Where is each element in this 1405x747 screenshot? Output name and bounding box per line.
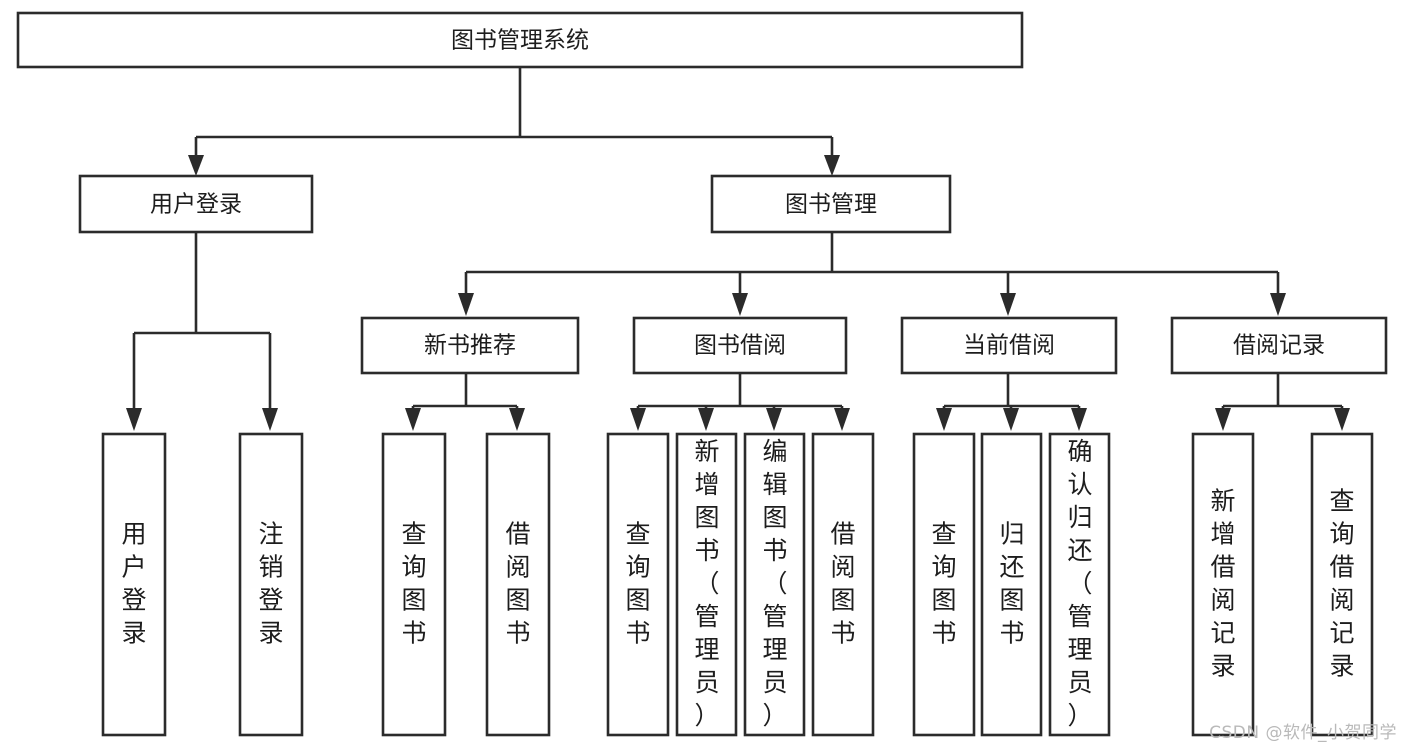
leaf-bb-edit-book-admin-box[interactable] <box>743 432 806 737</box>
leaf-nbr-borrow-book-label: 借阅图书 <box>505 520 530 648</box>
leaf-logout-label: 注销登录 <box>258 520 283 648</box>
csdn-watermark: CSDN @软件_小贺同学 <box>1209 723 1397 743</box>
arrowhead-current-borrow <box>1000 293 1016 316</box>
leaf-br-query-record-box[interactable] <box>1310 432 1374 737</box>
arrowhead-nbr-leaf1 <box>405 408 421 431</box>
node-current-borrow-box[interactable] <box>900 316 1118 375</box>
leaf-cb-query-book-box[interactable] <box>912 432 976 737</box>
leaf-logout-box[interactable] <box>238 432 304 737</box>
leaf-br-query-record[interactable]: 查询借阅记录 <box>1310 432 1374 737</box>
node-borrow-record-label: 借阅记录 <box>1233 333 1325 359</box>
leaf-bb-query-book[interactable]: 查询图书 <box>606 432 670 737</box>
leaf-user-login-label: 用户登录 <box>121 520 146 648</box>
node-new-book-recommend-box[interactable] <box>360 316 580 375</box>
arrowhead-cb-leaf2 <box>1003 408 1019 431</box>
leaf-cb-return-book-box[interactable] <box>980 432 1043 737</box>
node-current-borrow-label: 当前借阅 <box>963 333 1055 359</box>
leaf-bb-borrow-book-label: 借阅图书 <box>830 520 855 648</box>
leaf-bb-borrow-book-box[interactable] <box>811 432 875 737</box>
leaf-br-add-record-box[interactable] <box>1191 432 1255 737</box>
arrowhead-new-book-recommend <box>458 293 474 316</box>
node-root-box[interactable] <box>16 11 1024 69</box>
leaf-cb-query-book[interactable]: 查询图书 <box>912 432 976 737</box>
node-user-login-label: 用户登录 <box>150 192 242 218</box>
leaf-user-login-box[interactable] <box>101 432 167 737</box>
leaf-nbr-query-book-box[interactable] <box>381 432 447 737</box>
leaf-cb-confirm-return-admin-box[interactable] <box>1048 432 1111 737</box>
leaf-bb-add-book-admin-label: 新增图书（管理员） <box>694 437 719 730</box>
leaf-cb-confirm-return-admin-label: 确认归还（管理员） <box>1067 437 1092 730</box>
leaf-nbr-borrow-book[interactable]: 借阅图书 <box>485 432 551 737</box>
node-book-management-label: 图书管理 <box>785 192 877 218</box>
arrowhead-cb-leaf3 <box>1071 408 1087 431</box>
node-user-login-box[interactable] <box>78 174 314 234</box>
leaf-bb-query-book-label: 查询图书 <box>625 520 650 648</box>
leaf-user-login[interactable]: 用户登录 <box>101 432 167 737</box>
leaf-cb-return-book-label: 归还图书 <box>999 520 1024 648</box>
arrowhead-book-mgmt <box>824 155 840 176</box>
leaf-cb-query-book-label: 查询图书 <box>931 520 956 648</box>
leaf-bb-add-book-admin[interactable]: 新增图书（管理员） <box>675 432 738 737</box>
node-current-borrow[interactable]: 当前借阅 <box>900 316 1118 375</box>
leaf-bb-query-book-box[interactable] <box>606 432 670 737</box>
leaf-bb-borrow-book[interactable]: 借阅图书 <box>811 432 875 737</box>
leaf-br-add-record-label: 新增借阅记录 <box>1210 487 1235 681</box>
leaf-br-add-record[interactable]: 新增借阅记录 <box>1191 432 1255 737</box>
arrowhead-br-leaf2 <box>1334 408 1350 431</box>
arrowhead-bb-leaf2 <box>698 408 714 431</box>
node-book-borrow-box[interactable] <box>632 316 848 375</box>
node-user-login[interactable]: 用户登录 <box>78 174 314 234</box>
arrowhead-cb-leaf1 <box>936 408 952 431</box>
node-book-management[interactable]: 图书管理 <box>710 174 952 234</box>
leaf-cb-return-book[interactable]: 归还图书 <box>980 432 1043 737</box>
leaf-nbr-borrow-book-box[interactable] <box>485 432 551 737</box>
arrowhead-book-borrow <box>732 293 748 316</box>
node-root-label: 图书管理系统 <box>451 28 589 54</box>
leaf-cb-confirm-return-admin[interactable]: 确认归还（管理员） <box>1048 432 1111 737</box>
node-book-borrow[interactable]: 图书借阅 <box>632 316 848 375</box>
arrowhead-borrow-record <box>1270 293 1286 316</box>
leaf-nbr-query-book[interactable]: 查询图书 <box>381 432 447 737</box>
arrowhead-bb-leaf1 <box>630 408 646 431</box>
arrowhead-bb-leaf4 <box>834 408 850 431</box>
arrowhead-leaf-logout <box>262 408 278 431</box>
connector-layer <box>126 67 1350 431</box>
node-new-book-recommend-label: 新书推荐 <box>424 333 516 359</box>
node-borrow-record-box[interactable] <box>1170 316 1388 375</box>
leaf-logout[interactable]: 注销登录 <box>238 432 304 737</box>
node-borrow-record[interactable]: 借阅记录 <box>1170 316 1388 375</box>
node-root-system[interactable]: 图书管理系统 <box>16 11 1024 69</box>
leaf-bb-edit-book-admin-label: 编辑图书（管理员） <box>762 437 787 730</box>
leaf-nbr-query-book-label: 查询图书 <box>401 520 426 648</box>
arrowhead-br-leaf1 <box>1215 408 1231 431</box>
node-book-borrow-label: 图书借阅 <box>694 333 786 359</box>
node-new-book-recommend[interactable]: 新书推荐 <box>360 316 580 375</box>
arrowhead-bb-leaf3 <box>766 408 782 431</box>
arrowhead-user-login <box>188 155 204 176</box>
node-book-management-box[interactable] <box>710 174 952 234</box>
arrowhead-leaf-user-login <box>126 408 142 431</box>
arrowhead-nbr-leaf2 <box>509 408 525 431</box>
leaf-bb-add-book-admin-box[interactable] <box>675 432 738 737</box>
leaf-bb-edit-book-admin[interactable]: 编辑图书（管理员） <box>743 432 806 737</box>
leaf-br-query-record-label: 查询借阅记录 <box>1329 487 1354 681</box>
